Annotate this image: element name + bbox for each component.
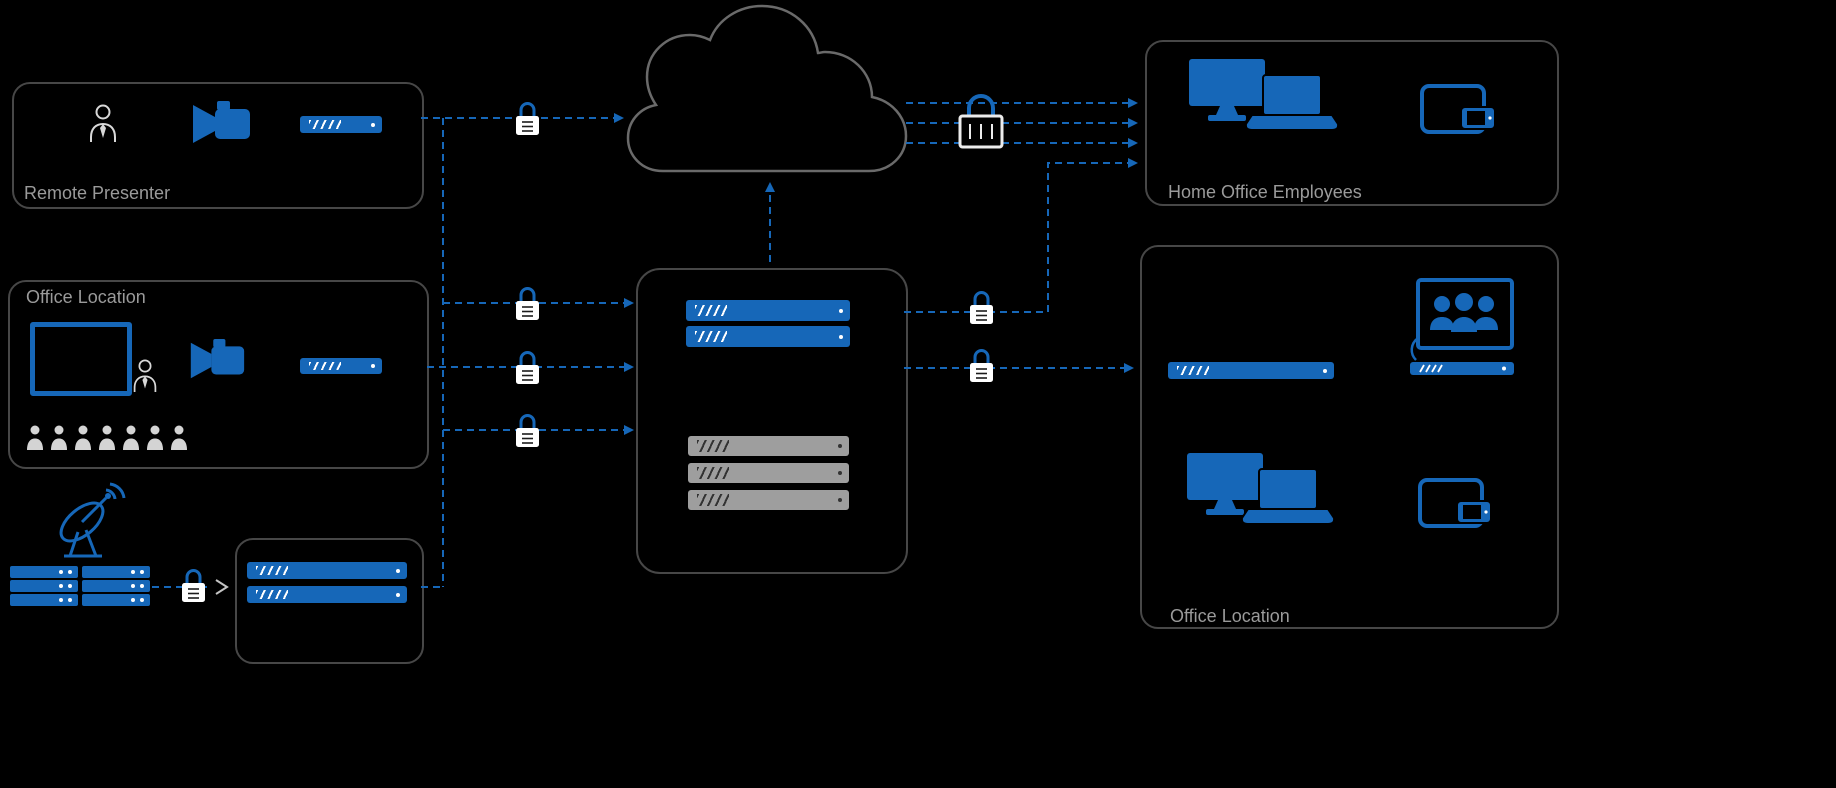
video-camera-icon: [193, 101, 250, 143]
server-bar: [247, 586, 407, 603]
server-rack-row: [82, 566, 150, 578]
server-bar: [247, 562, 407, 579]
video-conference-unit-icon: [1410, 278, 1514, 375]
presenter-person-icon: [90, 104, 116, 142]
office-location-left-box: [8, 280, 429, 469]
lock-icon: [970, 291, 993, 324]
lock-icon-large: [958, 94, 1004, 149]
laptop-icon: [1242, 468, 1334, 525]
lock-icon: [516, 414, 539, 447]
desktop-monitor-icon: [1189, 59, 1265, 121]
lock-icon: [516, 102, 539, 135]
codec-server-bar: [1168, 362, 1334, 379]
server-bar-gray: [688, 463, 849, 483]
lock-icon: [516, 351, 539, 384]
home-office-box: [1145, 40, 1559, 206]
chevron-arrow-icon: [215, 579, 229, 595]
laptop-icon: [1246, 74, 1338, 131]
display-board-icon: [30, 322, 132, 396]
video-camera-icon: [190, 338, 245, 379]
codec-server-bar: [300, 116, 382, 133]
satellite-dish-icon: [59, 482, 126, 558]
phone-icon: [1460, 106, 1496, 130]
server-rack-row: [82, 594, 150, 606]
office-location-left-label: Office Location: [26, 287, 146, 307]
lock-icon: [970, 349, 993, 382]
server-rack-row: [10, 580, 78, 592]
server-bar: [686, 300, 850, 321]
connector-line: [904, 158, 1138, 313]
lock-icon: [182, 569, 205, 602]
satellite-servers-box: [235, 538, 424, 664]
codec-server-bar: [300, 358, 382, 374]
server-bar-gray: [688, 490, 849, 510]
presenter-person-icon: [133, 359, 157, 392]
server-rack-row: [10, 594, 78, 606]
phone-icon: [1456, 500, 1492, 524]
lock-icon: [516, 287, 539, 320]
office-location-right-label: Office Location: [1170, 606, 1290, 626]
remote-presenter-label: Remote Presenter: [24, 183, 171, 203]
desktop-monitor-icon: [1187, 453, 1263, 515]
audience-row-icon: [27, 425, 187, 450]
cloud-icon: [626, 4, 908, 173]
home-office-label: Home Office Employees: [1168, 182, 1362, 202]
datacenter-box: [636, 268, 908, 574]
server-bar: [686, 326, 850, 347]
remote-presenter-box: [12, 82, 424, 209]
server-rack-row: [82, 580, 150, 592]
server-bar-gray: [688, 436, 849, 456]
office-location-right-box: [1140, 245, 1559, 629]
server-rack-row: [10, 566, 78, 578]
